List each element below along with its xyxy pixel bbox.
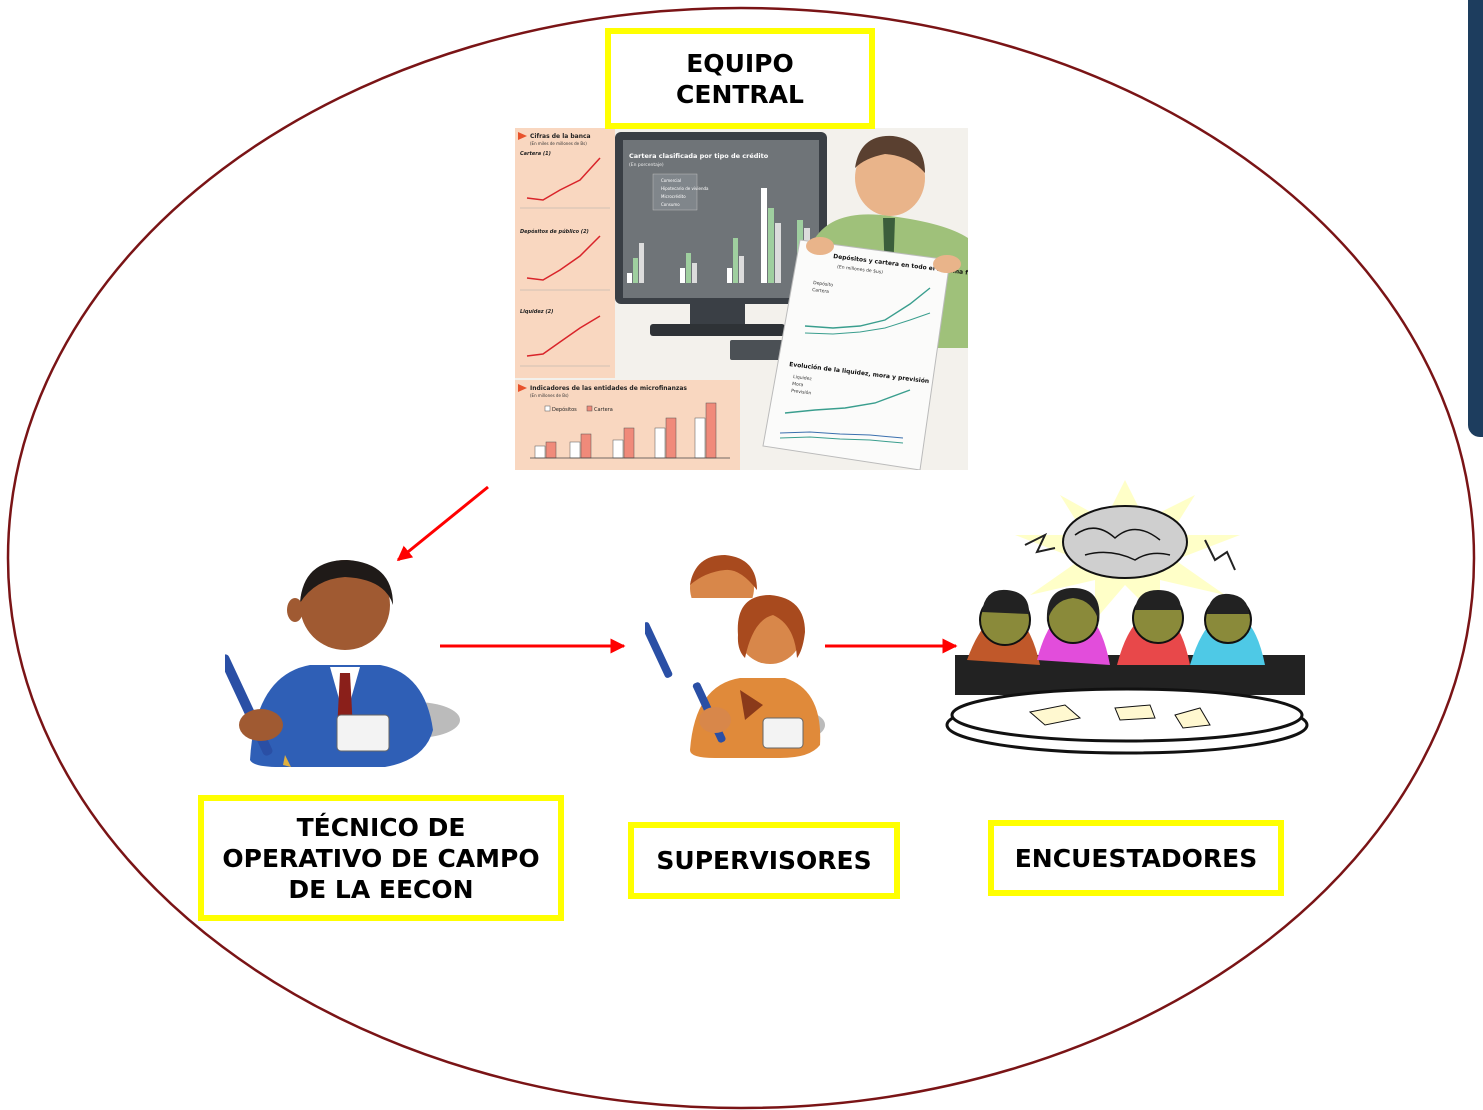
svg-text:Liquidez (2): Liquidez (2) (520, 309, 553, 315)
svg-text:Previsión: Previsión (791, 387, 812, 396)
encuestadores-label: ENCUESTADORES (988, 820, 1284, 896)
svg-text:Microcrédito: Microcrédito (661, 194, 686, 199)
businessman-icon (225, 560, 460, 767)
svg-text:Depósito: Depósito (813, 279, 834, 288)
svg-text:Cifras de la banca: Cifras de la banca (530, 133, 591, 140)
svg-text:Comercial: Comercial (661, 178, 681, 183)
svg-text:Cartera clasificada por tipo d: Cartera clasificada por tipo de crédito (629, 152, 769, 160)
svg-text:Consumo: Consumo (661, 202, 680, 207)
tecnico-label: TÉCNICO DE OPERATIVO DE CAMPO DE LA EECO… (198, 795, 564, 921)
svg-text:(En millones de Bs): (En millones de Bs) (530, 393, 569, 398)
svg-text:Mora: Mora (792, 381, 804, 388)
svg-text:Cartera: Cartera (812, 287, 830, 295)
svg-text:Hipotecario de vivienda: Hipotecario de vivienda (661, 186, 709, 191)
svg-text:Indicadores de las entidades d: Indicadores de las entidades de microfin… (530, 385, 687, 392)
arrow-central-to-tecnico (396, 485, 489, 562)
central-team-label: EQUIPO CENTRAL (605, 28, 875, 129)
svg-text:(En miles de millones de Bs): (En miles de millones de Bs) (530, 141, 587, 146)
side-tab (1468, 0, 1483, 437)
supervisor-women-icon (645, 555, 825, 758)
svg-text:Depósitos de público (2): Depósitos de público (2) (520, 228, 589, 235)
svg-text:Cartera (1): Cartera (1) (520, 151, 551, 157)
svg-text:(En porcentaje): (En porcentaje) (629, 162, 664, 168)
supervisores-label: SUPERVISORES (628, 822, 900, 899)
svg-text:(En millones de $us): (En millones de $us) (837, 264, 884, 276)
svg-text:Liquidez: Liquidez (793, 374, 813, 382)
team-meeting-icon (945, 480, 1309, 755)
analyst-computer-icon: Cifras de la banca (En miles de millones… (515, 128, 968, 470)
svg-text:Cartera: Cartera (594, 407, 613, 413)
svg-text:Depósitos: Depósitos (552, 406, 577, 413)
